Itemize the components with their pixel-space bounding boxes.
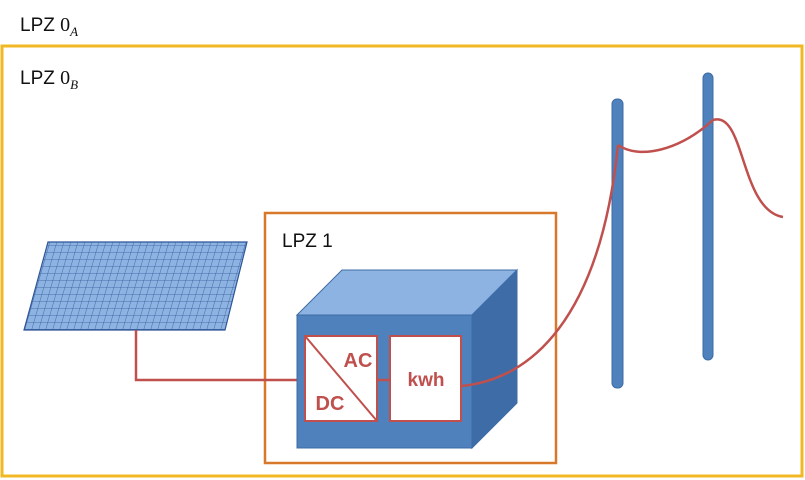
lpz-0b-subscript: B <box>70 77 79 92</box>
lpz-0b-label: LPZ 0B <box>20 67 79 92</box>
meter-kwh-label: kwh <box>408 370 445 391</box>
overhead-line <box>617 118 784 219</box>
lpz-0a-prefix: LPZ <box>20 15 55 36</box>
lpz-0b-prefix: LPZ <box>20 68 55 89</box>
lpz-0b-number: 0 <box>60 67 71 89</box>
inverter-ac-label: AC <box>344 350 373 372</box>
service-drop-cable <box>460 144 620 388</box>
utility-pole-icon <box>611 72 714 389</box>
pole-right <box>702 72 714 361</box>
inverter-box: AC DC <box>304 335 378 422</box>
solar-panel-icon <box>23 241 248 331</box>
lpz-1-label: LPZ 1 <box>282 231 333 253</box>
lpz-1-text: LPZ 1 <box>282 231 333 252</box>
lpz-0a-number: 0 <box>60 14 71 36</box>
lpz-0a-label: LPZ 0A <box>20 14 79 39</box>
pole-left <box>611 98 624 389</box>
lpz-0a-subscript: A <box>70 24 79 39</box>
meter-box: kwh <box>389 335 462 422</box>
panel-to-inverter-cable <box>134 330 305 382</box>
lpz-0b-boundary <box>0 44 804 478</box>
lpz-1-boundary <box>263 211 558 465</box>
inverter-dc-label: DC <box>316 393 345 415</box>
power-line-icon <box>460 118 784 388</box>
